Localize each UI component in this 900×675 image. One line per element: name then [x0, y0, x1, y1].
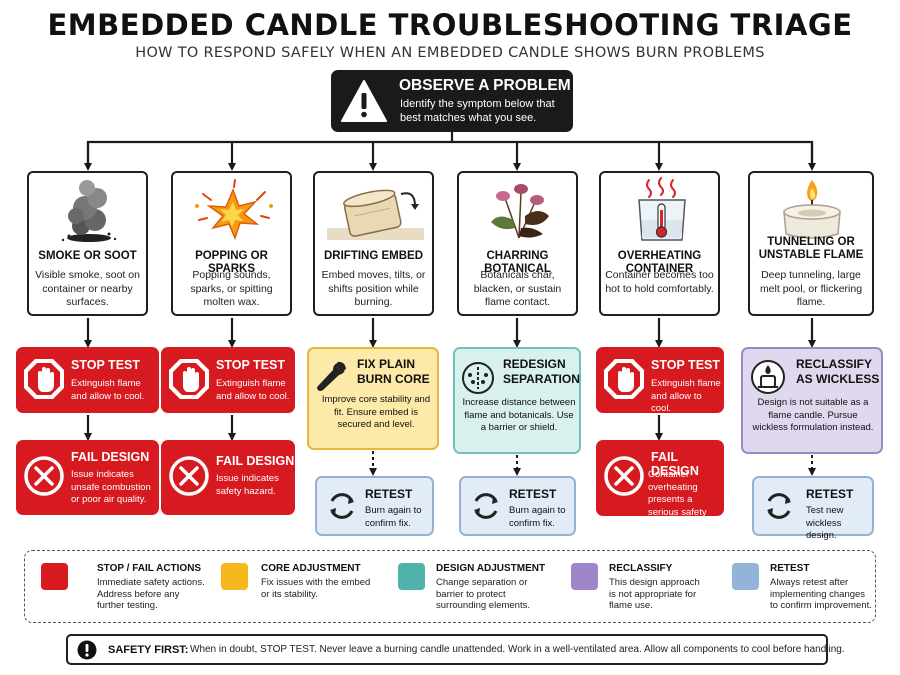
action-title: FAIL DESIGN — [216, 454, 295, 468]
safety-title: SAFETY FIRST: — [108, 644, 189, 656]
fail-design-smoke: FAIL DESIGN Issue indicates unsafe combu… — [16, 440, 159, 515]
action-description: Increase distance between flame and bota… — [462, 397, 576, 433]
action-title: RETEST — [365, 487, 413, 501]
legend-title: DESIGN ADJUSTMENT — [436, 563, 546, 574]
page-subtitle: HOW TO RESPOND SAFELY WHEN AN EMBEDDED C… — [135, 45, 765, 61]
symptom-title: POPPING OR SPARKS — [195, 250, 268, 275]
warning-icon — [341, 80, 387, 122]
action-title: REDESIGN SEPARATION — [503, 357, 580, 386]
retest-separation: RETEST Burn again to confirm fix. — [459, 476, 576, 536]
fail-x-icon — [604, 456, 644, 496]
action-description: Burn again to confirm fix. — [365, 505, 422, 529]
fail-design-popping: FAIL DESIGN Issue indicates safety hazar… — [161, 440, 295, 515]
stop-test-smoke: STOP TEST Extinguish flame and allow to … — [16, 347, 159, 413]
stop-test-overheating: STOP TEST Extinguish flame and allow to … — [596, 347, 724, 414]
symptom-description: Container becomes too hot to hold comfor… — [605, 269, 714, 295]
retest-icon — [474, 493, 498, 519]
action-description: Issue indicates unsafe combustion or poo… — [71, 469, 151, 505]
redesign-separation: REDESIGN SEPARATION Increase distance be… — [453, 347, 581, 454]
stop-hand-icon — [169, 359, 209, 399]
legend-title: CORE ADJUSTMENT — [261, 563, 361, 574]
observe-problem-box: OBSERVE A PROBLEM Identify the symptom b… — [331, 70, 573, 132]
action-description: Design is not suitable as a flame candle… — [752, 397, 874, 433]
action-title: FAIL DESIGN — [651, 450, 699, 478]
smoke-icon — [61, 180, 117, 242]
symptom-popping-or-sparks: POPPING OR SPARKS Popping sounds, sparks… — [171, 171, 292, 316]
fix-plain-burn-core: FIX PLAIN BURN CORE Improve core stabili… — [307, 347, 439, 450]
reclassify-as-wickless: RECLASSIFY AS WICKLESS Design is not sui… — [741, 347, 883, 454]
legend-description: Immediate safety actions. Address before… — [97, 577, 205, 611]
legend-swatch — [732, 563, 759, 590]
action-title: STOP TEST — [71, 358, 141, 372]
action-title: RETEST — [509, 487, 557, 501]
drifting-embed-icon — [327, 189, 424, 240]
action-description: Extinguish flame and allow to cool. — [71, 378, 145, 402]
symptom-title: OVERHEATING CONTAINER — [617, 250, 702, 275]
legend-swatch — [398, 563, 425, 590]
symptom-title: CHARRING BOTANICAL — [484, 250, 551, 275]
action-title: RECLASSIFY AS WICKLESS — [796, 357, 880, 386]
retest-icon — [330, 493, 354, 519]
legend-description: This design approach is not appropriate … — [609, 577, 700, 611]
wickless-candle-icon — [751, 360, 785, 394]
stop-hand-icon — [604, 359, 644, 399]
stop-hand-icon — [24, 359, 64, 399]
legend-title: STOP / FAIL ACTIONS — [97, 563, 202, 574]
action-description: Extinguish flame and allow to cool. — [216, 378, 290, 402]
action-title: RETEST — [806, 487, 854, 501]
action-description: Extinguish flame and allow to cool. — [651, 378, 721, 414]
botanical-icon — [491, 184, 549, 239]
symptom-description: Visible smoke, soot on container or near… — [35, 269, 140, 308]
action-title: FIX PLAIN BURN CORE — [357, 357, 430, 386]
wrench-icon — [317, 361, 346, 391]
symptom-description: Deep tunneling, large melt pool, or flic… — [759, 269, 863, 308]
action-description: Improve core stability and fit. Ensure e… — [321, 394, 431, 430]
stop-test-popping: STOP TEST Extinguish flame and allow to … — [161, 347, 295, 413]
action-title: STOP TEST — [216, 358, 286, 372]
legend-swatch — [571, 563, 598, 590]
hot-container-icon — [638, 177, 686, 241]
retest-icon — [767, 493, 791, 519]
page-title: EMBEDDED CANDLE TROUBLESHOOTING TRIAGE — [47, 8, 853, 42]
action-description: Container overheating presents a serious… — [648, 469, 707, 530]
legend-description: Fix issues with the embed or its stabili… — [261, 577, 371, 600]
observe-title: OBSERVE A PROBLEM — [399, 77, 571, 94]
observe-description: Identify the symptom below that best mat… — [400, 98, 555, 124]
symptom-description: Botanicals char, blacken, or sustain fla… — [473, 269, 562, 308]
legend-description: Change separation or barrier to protect … — [436, 577, 530, 611]
symptom-overheating-container: OVERHEATING CONTAINER Container becomes … — [599, 171, 720, 316]
action-description: Burn again to confirm fix. — [509, 505, 566, 529]
tealight-icon — [783, 180, 841, 239]
sparks-icon — [195, 179, 273, 241]
fail-x-icon — [169, 456, 209, 496]
symptom-title: SMOKE OR SOOT — [38, 250, 137, 262]
fail-design-overheating: FAIL DESIGN Container overheating presen… — [596, 440, 724, 530]
fail-x-icon — [24, 456, 64, 496]
legend-description: Always retest after implementing changes… — [770, 577, 872, 611]
symptom-tunneling-or-unstable-flame: TUNNELING OR UNSTABLE FLAME Deep tunneli… — [748, 171, 874, 316]
safety-first-banner: SAFETY FIRST: When in doubt, STOP TEST. … — [66, 634, 845, 665]
legend-swatch — [41, 563, 68, 590]
action-title: FAIL DESIGN — [71, 450, 150, 464]
action-description: Issue indicates safety hazard. — [216, 473, 279, 497]
legend-title: RECLASSIFY — [609, 563, 673, 574]
retest-core: RETEST Burn again to confirm fix. — [315, 476, 434, 536]
symptom-description: Popping sounds, sparks, or spitting molt… — [190, 269, 273, 308]
exclamation-icon — [77, 640, 97, 660]
symptom-smoke-or-soot: SMOKE OR SOOT Visible smoke, soot on con… — [27, 171, 148, 316]
legend-title: RETEST — [770, 563, 810, 574]
safety-text: When in doubt, STOP TEST. Never leave a … — [190, 644, 845, 655]
symptom-title: DRIFTING EMBED — [323, 250, 424, 262]
symptom-title: TUNNELING OR UNSTABLE FLAME — [758, 236, 864, 261]
action-description: Test new wickless design. — [806, 505, 844, 541]
symptom-drifting-embed: DRIFTING EMBED Embed moves, tilts, or sh… — [313, 171, 434, 316]
separation-icon — [462, 362, 494, 394]
symptom-charring-botanical: CHARRING BOTANICAL Botanicals char, blac… — [457, 171, 578, 316]
retest-wickless: RETEST Test new wickless design. — [752, 476, 874, 541]
legend: STOP / FAIL ACTIONS Immediate safety act… — [24, 550, 876, 623]
legend-swatch — [221, 563, 248, 590]
action-title: STOP TEST — [651, 358, 721, 372]
symptom-description: Embed moves, tilts, or shifts position w… — [321, 269, 426, 308]
